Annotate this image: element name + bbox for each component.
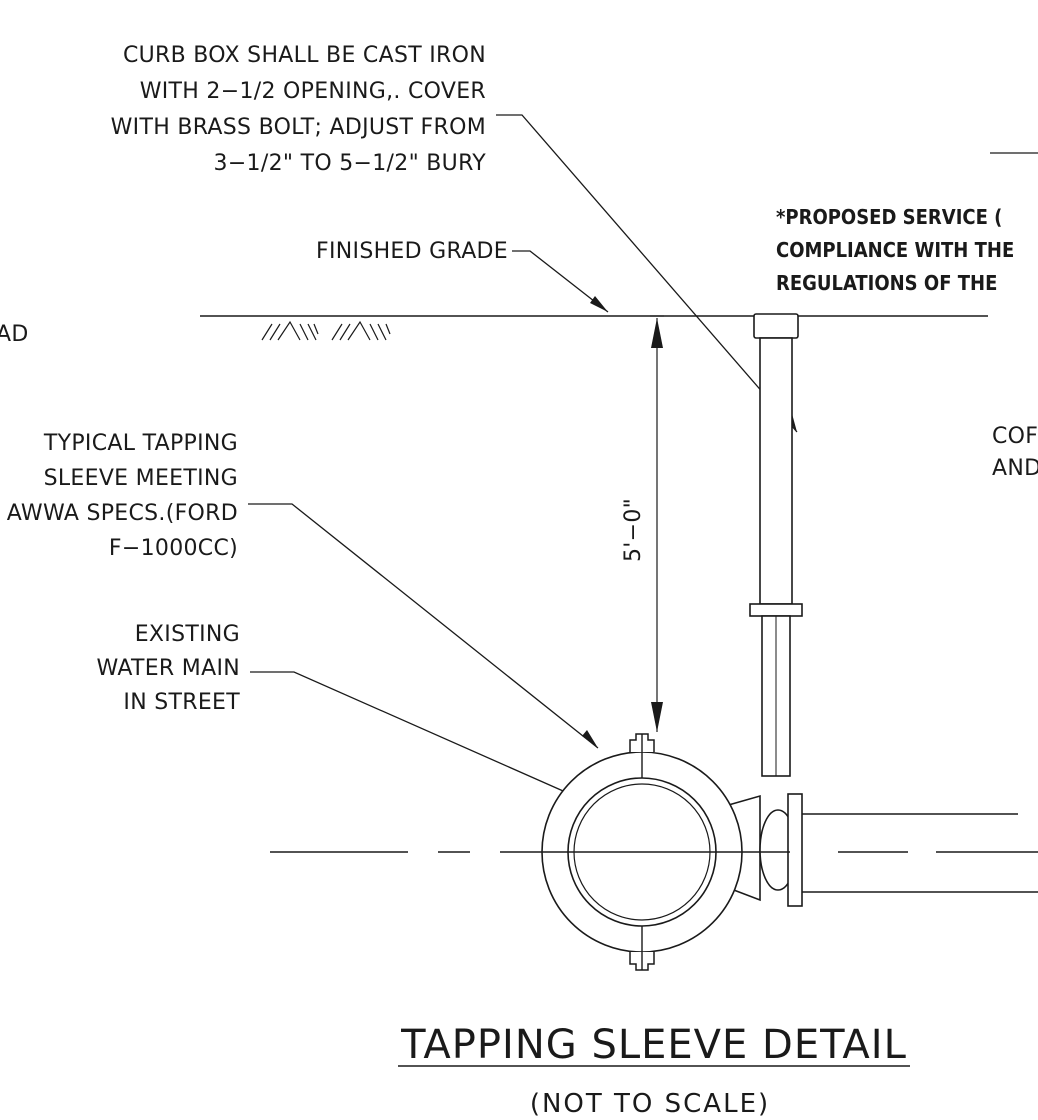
- tapping-sleeve-note-line-4: F−1000CC): [109, 536, 238, 561]
- tapping-sleeve-leader-line: [248, 503, 599, 749]
- curb-box-note-line-2: WITH 2−1/2 OPENING,. COVER: [140, 79, 486, 104]
- curb-box-note-line-4: 3−1/2" TO 5−1/2" BURY: [214, 151, 487, 176]
- water-main-note-line-3: IN STREET: [123, 690, 240, 715]
- curb-box-body: [759, 337, 793, 605]
- tapping-sleeve-arrowhead: [582, 730, 598, 748]
- tapping-sleeve-note-line-1: TYPICAL TAPPING: [43, 431, 238, 456]
- service-note-line-1: *PROPOSED SERVICE (: [776, 205, 1002, 229]
- detail-subtitle: (NOT TO SCALE): [530, 1089, 770, 1119]
- water-main-leader-line: [250, 671, 589, 803]
- tapping-sleeve-note-line-3: AWWA SPECS.(FORD: [7, 501, 238, 526]
- curb-box-riser: [749, 313, 803, 777]
- finished-grade-leader-line: [512, 250, 609, 313]
- curb-box-leader-line: [496, 114, 798, 433]
- finished-grade-arrowhead: [590, 296, 608, 312]
- left-cut-text: AD: [0, 322, 29, 347]
- right-cut-note-line-1: COF: [992, 424, 1038, 449]
- earth-hatch-symbol: [261, 320, 391, 341]
- water-main-note: EXISTING WATER MAIN IN STREET: [97, 622, 241, 715]
- tapping-sleeve-note-line-2: SLEEVE MEETING: [44, 466, 238, 491]
- curb-box-note-line-3: WITH BRASS BOLT; ADJUST FROM: [111, 115, 486, 140]
- detail-title: TAPPING SLEEVE DETAIL: [400, 1022, 907, 1068]
- curb-box-note: CURB BOX SHALL BE CAST IRON WITH 2−1/2 O…: [111, 43, 487, 176]
- depth-dimension-label: 5'−0": [621, 498, 646, 562]
- water-main-note-line-2: WATER MAIN: [97, 656, 241, 681]
- proposed-service-note: *PROPOSED SERVICE ( COMPLIANCE WITH THE …: [776, 205, 1014, 295]
- service-note-line-2: COMPLIANCE WITH THE: [776, 238, 1014, 262]
- curb-box-note-line-1: CURB BOX SHALL BE CAST IRON: [123, 43, 486, 68]
- tapping-sleeve-note: TYPICAL TAPPING SLEEVE MEETING AWWA SPEC…: [7, 431, 238, 561]
- curb-box-cap: [753, 313, 799, 339]
- depth-dimension: 5'−0": [621, 315, 664, 732]
- curb-box-collar: [749, 603, 803, 617]
- water-main-note-line-1: EXISTING: [135, 622, 240, 647]
- outlet-flange: [787, 793, 803, 907]
- dimension-arrow-bottom: [651, 702, 663, 732]
- dimension-arrow-top: [651, 318, 663, 348]
- finished-grade-label: FINISHED GRADE: [316, 239, 508, 264]
- service-note-line-3: REGULATIONS OF THE: [776, 271, 997, 295]
- right-cut-note-line-2: AND: [992, 456, 1038, 481]
